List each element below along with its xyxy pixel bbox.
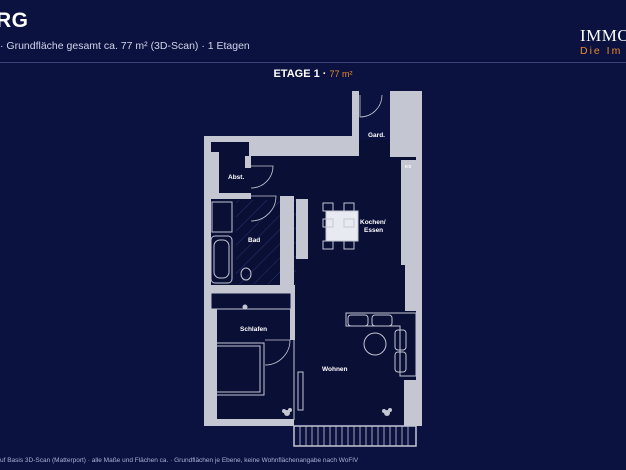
wall-right-lower <box>405 265 416 311</box>
wall-gard-inner <box>390 97 416 157</box>
sofa-icon <box>345 312 417 377</box>
wall-bottom-right <box>404 380 416 426</box>
wall-bath-bottom <box>211 285 294 293</box>
wall-left-inner <box>211 152 219 196</box>
brand-logo: IMMO Die Im <box>580 27 626 57</box>
bed-icon <box>211 342 265 396</box>
header-divider <box>0 62 626 63</box>
dining-table-icon <box>325 210 359 242</box>
page-title: RG <box>0 9 29 32</box>
door-abst <box>250 165 274 189</box>
wall-abst-bottom <box>211 193 251 199</box>
room-label-abst: Abst. <box>228 174 244 181</box>
floor-area: 77 m² <box>329 69 353 79</box>
doors <box>250 94 383 366</box>
bath-tiles <box>236 200 280 284</box>
wardrobe <box>210 292 292 310</box>
wall-gard-top <box>352 91 358 95</box>
wall-bottom <box>204 419 294 426</box>
footer-note: uf Basis 3D-Scan (Matterport) · alle Maß… <box>0 457 359 464</box>
bathtub-icon <box>210 235 233 284</box>
door-gard <box>359 94 383 118</box>
wall-bath-right <box>280 196 294 286</box>
page-subtitle: · Grundfläche gesamt ca. 77 m² (3D-Scan)… <box>0 40 250 52</box>
floor-label: ETAGE 1 · <box>273 68 327 80</box>
floor-heading: ETAGE 1 · 77 m² <box>0 68 626 80</box>
wall-gard-left <box>352 91 359 156</box>
wall-right <box>416 91 422 426</box>
room-label-essen: Essen <box>364 227 383 234</box>
room-label-wohnen: Wohnen <box>322 366 348 373</box>
door-bath <box>250 195 277 222</box>
brand-name: IMMO <box>580 27 626 45</box>
plant-icons <box>242 304 392 416</box>
walls <box>204 91 422 426</box>
wall-abst-right <box>245 156 251 168</box>
wall-gard-top-right <box>390 91 422 97</box>
bath-tiles-right <box>294 199 296 285</box>
kitchen-island <box>296 199 308 259</box>
toilet-icon <box>240 267 252 281</box>
room-label-schlafen: Schlafen <box>240 326 267 333</box>
room-label-kochen: Kochen/ <box>360 219 386 226</box>
coffee-table-icon <box>363 332 387 356</box>
room-label-ks: KS <box>405 164 411 169</box>
wall-bed-inner <box>211 293 217 423</box>
sink-icon <box>211 201 233 233</box>
room-label-gard: Gard. <box>368 132 385 139</box>
wall-top-mid <box>249 136 355 156</box>
wall-bed-right <box>290 285 295 340</box>
balcony <box>293 425 417 447</box>
fixtures <box>210 201 417 420</box>
door-bed <box>264 339 291 366</box>
room-label-bad: Bad <box>248 237 260 244</box>
kitchen-counter <box>401 160 416 265</box>
wall-left <box>204 136 211 426</box>
brand-tagline: Die Im <box>580 45 623 57</box>
